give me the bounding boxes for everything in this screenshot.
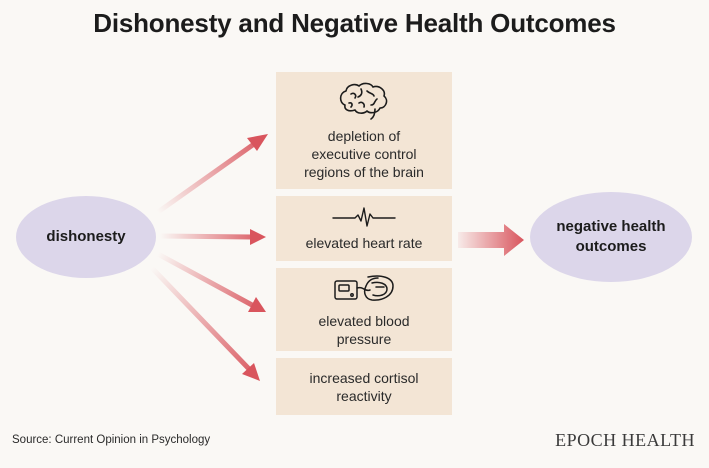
arrow-to-blood-pressure bbox=[155, 251, 266, 312]
page-title: Dishonesty and Negative Health Outcomes bbox=[93, 8, 616, 38]
heartbeat-icon bbox=[332, 206, 396, 227]
effect-box-blood-pressure: elevated blood pressure bbox=[276, 268, 452, 351]
effect-box-cortisol: increased cortisol reactivity bbox=[276, 358, 452, 415]
arrow-to-cortisol bbox=[149, 265, 260, 381]
arrow-to-brain bbox=[155, 134, 268, 215]
arrow-to-outcomes bbox=[458, 224, 524, 256]
effect-label-cortisol: increased cortisol reactivity bbox=[309, 369, 419, 404]
blood-pressure-monitor-icon bbox=[334, 274, 394, 301]
dishonesty-node: dishonesty bbox=[16, 196, 156, 278]
effect-box-heart-rate: elevated heart rate bbox=[276, 196, 452, 261]
arrow-to-heart-rate bbox=[157, 229, 266, 245]
source-note: Source: Current Opinion in Psychology bbox=[12, 434, 211, 446]
effect-label-blood-pressure: elevated blood pressure bbox=[318, 312, 410, 347]
epoch-health-logo: EPOCH HEALTH bbox=[555, 430, 695, 450]
effect-box-brain: depletion of executive control regions o… bbox=[276, 72, 452, 189]
negative-health-outcomes-label: negative health outcomes bbox=[556, 218, 666, 255]
brain-icon bbox=[339, 82, 388, 120]
effect-label-heart-rate: elevated heart rate bbox=[305, 234, 423, 251]
negative-health-outcomes-node: negative health outcomes bbox=[530, 192, 692, 282]
effect-label-brain: depletion of executive control regions o… bbox=[304, 127, 424, 180]
